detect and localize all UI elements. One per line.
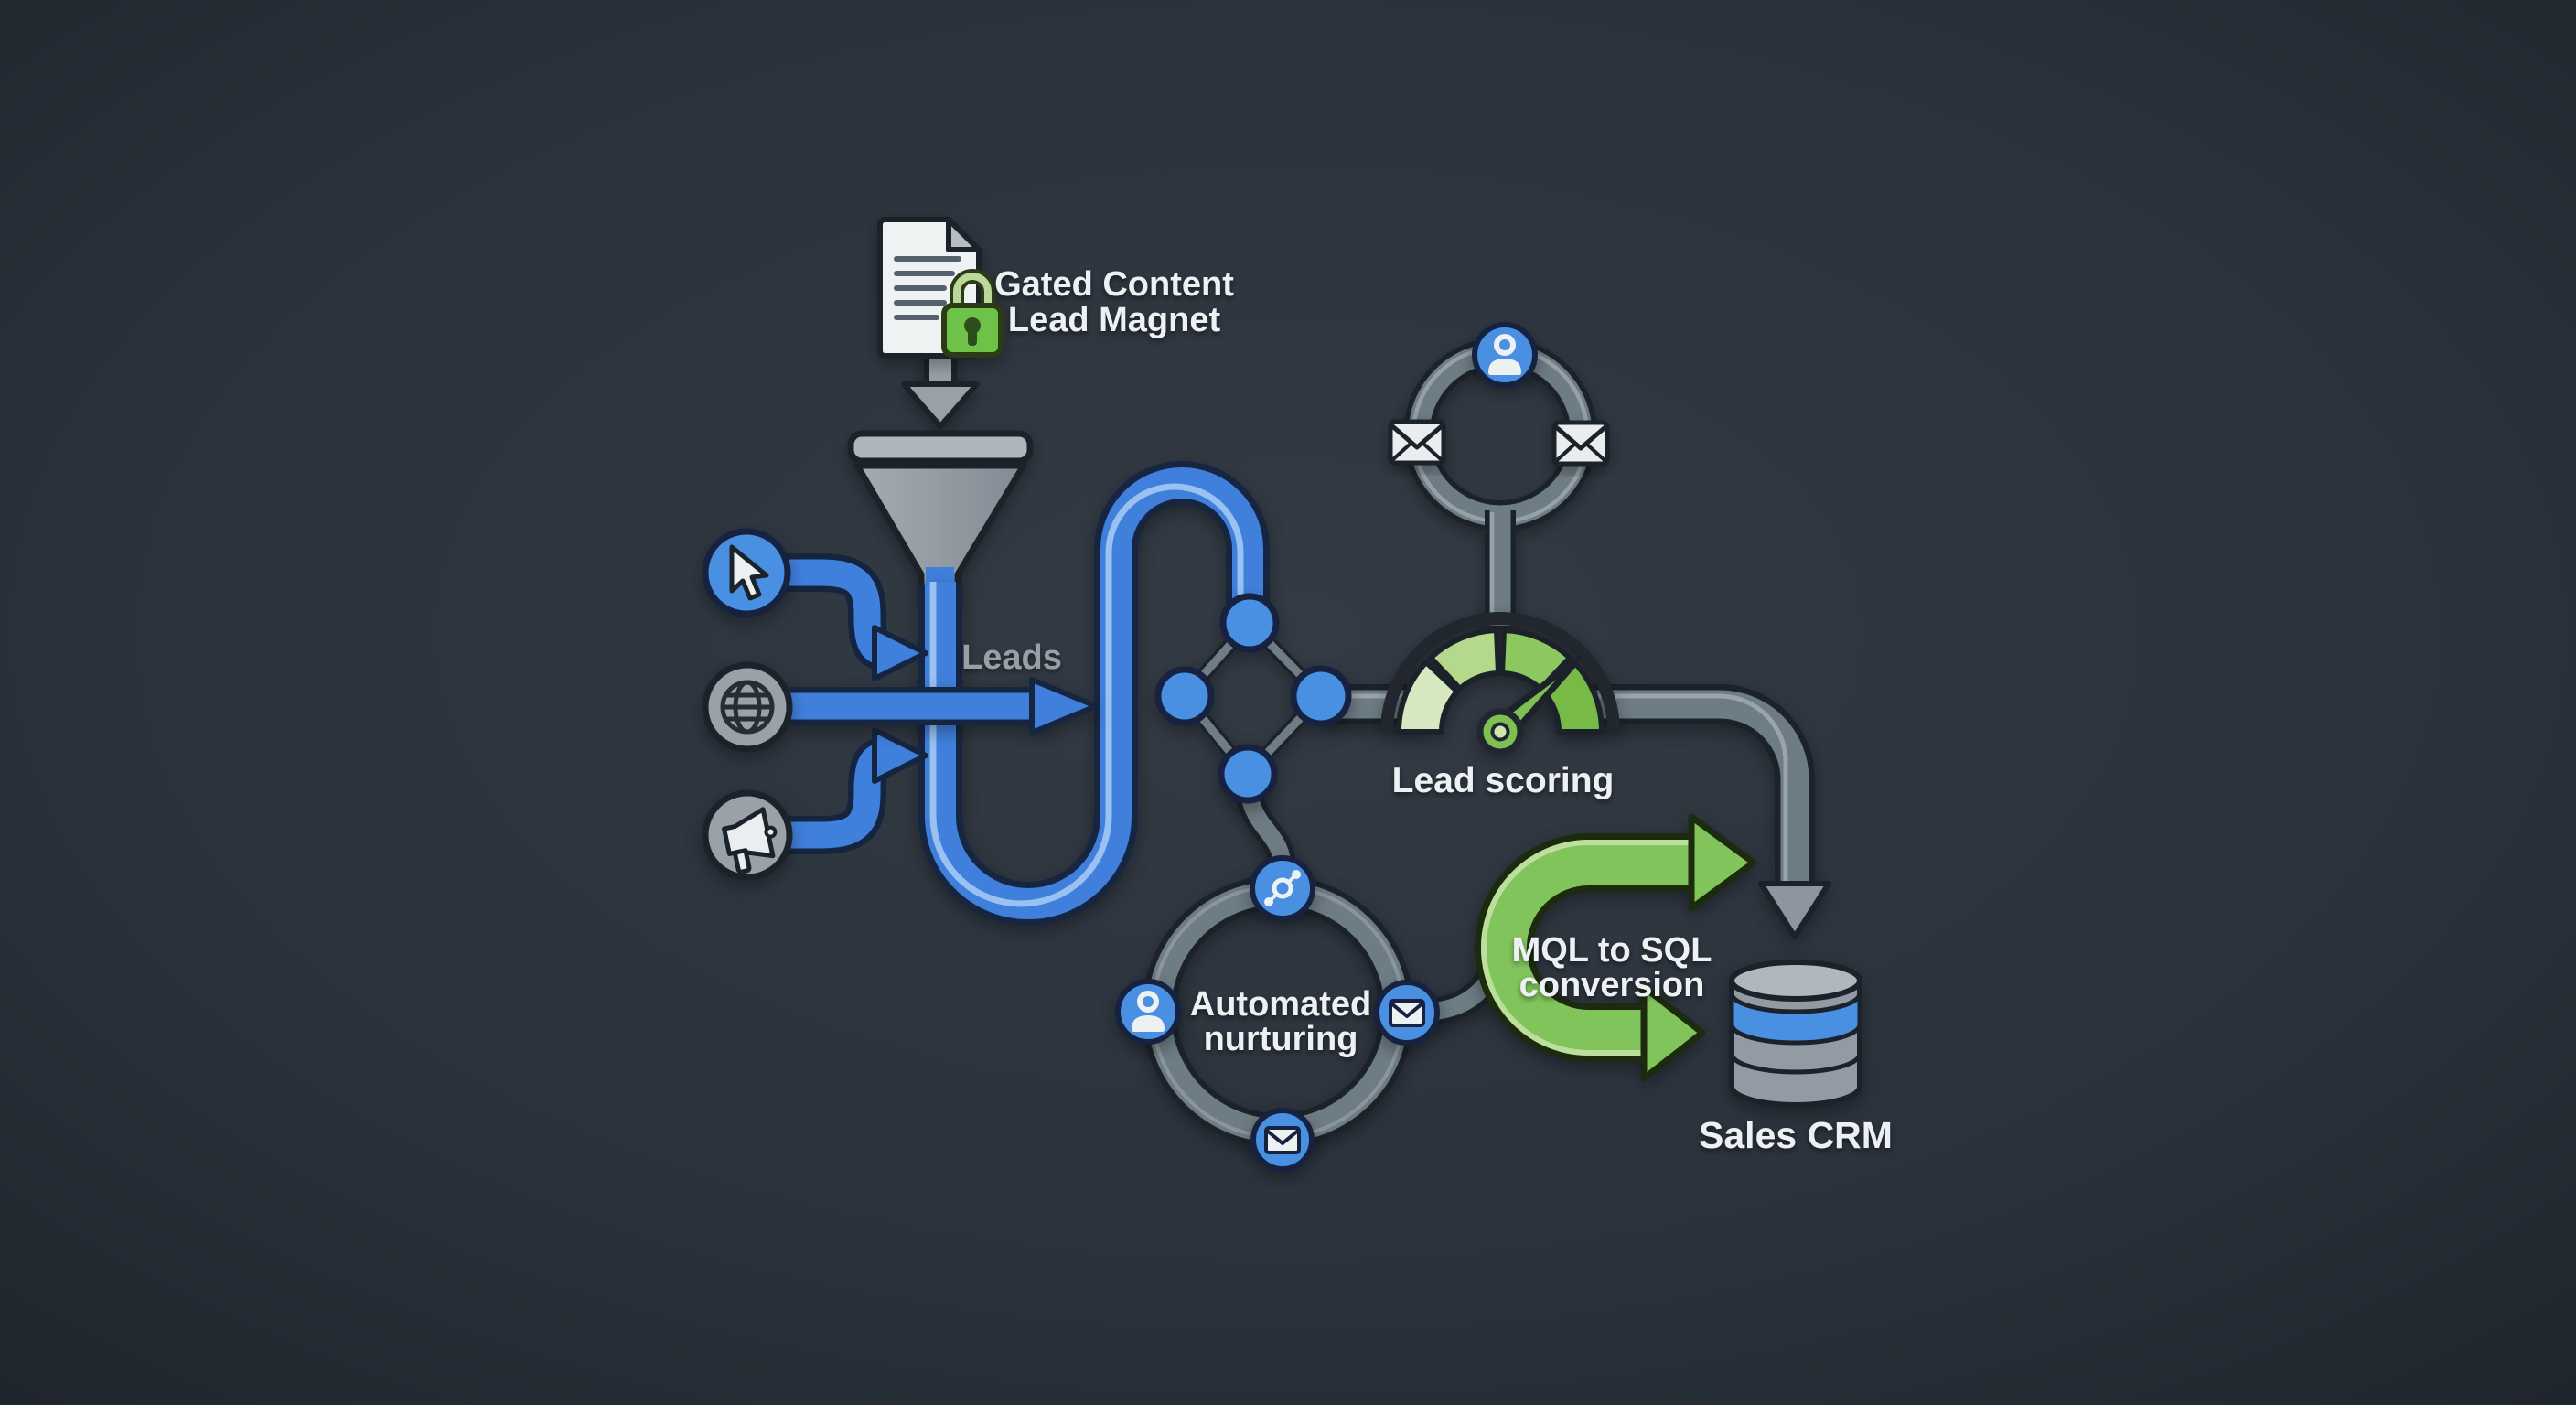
envelope-icon <box>1389 999 1425 1027</box>
source-globe-node <box>702 661 793 753</box>
megaphone-source-arrow <box>787 727 928 854</box>
green-band-highlight <box>1481 840 1700 1056</box>
gauge-housing <box>1380 612 1620 733</box>
globe-icon <box>720 680 775 735</box>
user-icon <box>1137 991 1159 1013</box>
user-icon-body <box>1488 359 1521 375</box>
source-cursor-node <box>702 528 791 617</box>
source-megaphone-node <box>702 789 793 881</box>
leads-pipe <box>918 461 1270 926</box>
pipe-fill <box>925 467 1263 919</box>
pipe-down-arrowhead <box>1758 881 1831 939</box>
gated-content-label-line2: Lead Magnet <box>1008 301 1221 339</box>
loop-envelope-right <box>1551 420 1610 467</box>
nurturing-link-node <box>1250 855 1315 921</box>
envelope-flap <box>1553 424 1608 451</box>
diamond-node-right <box>1290 665 1352 727</box>
database-blue-band <box>1729 992 1862 1046</box>
gated-content-label-line1: Gated Content <box>994 265 1234 304</box>
link-icon <box>1264 870 1301 906</box>
mql-sql-conversion-arrow <box>1475 813 1757 1082</box>
green-band <box>1481 840 1700 1056</box>
padlock-shackle <box>953 273 992 313</box>
padlock-keyhole-stem <box>968 327 977 346</box>
diamond-node-left <box>1154 666 1215 726</box>
routing-diamond <box>1154 593 1352 804</box>
envelope-flap <box>1265 1129 1300 1145</box>
arrowhead <box>872 727 928 784</box>
user-icon <box>1494 334 1516 356</box>
globe-source-arrow <box>790 677 1099 735</box>
leads-label: Leads <box>961 638 1062 677</box>
pipe-highlight <box>1555 693 1788 882</box>
document-text-lines <box>894 256 961 320</box>
envelope-folds <box>1554 442 1607 463</box>
automated-nurturing-label-line1: Automated <box>1190 985 1371 1024</box>
gauge-segment <box>1499 627 1572 692</box>
loop-envelope-left <box>1388 419 1446 466</box>
sales-crm-database <box>1729 960 1862 1108</box>
nurturing-envelope-node-right <box>1374 980 1440 1046</box>
nurturing-user-node <box>1115 979 1181 1045</box>
sales-crm-label: Sales CRM <box>1699 1114 1893 1156</box>
down-arrow-icon <box>901 381 980 429</box>
envelope-icon <box>1264 1126 1301 1154</box>
megaphone-icon <box>722 807 778 874</box>
gated-content-document <box>877 217 1004 359</box>
nurturing-envelope-node-bottom <box>1250 1108 1315 1172</box>
arrowhead <box>872 625 928 681</box>
envelope-flap <box>1390 1002 1424 1018</box>
funnel-rim <box>847 430 1034 465</box>
pipe-highlight <box>929 483 1244 907</box>
envelope-icon <box>1551 420 1610 467</box>
envelope-folds <box>1390 441 1444 462</box>
automated-nurturing-label-line2: nurturing <box>1204 1020 1358 1058</box>
database-top <box>1729 960 1862 1002</box>
loop-user-node <box>1472 322 1538 388</box>
mql-sql-label-line2: conversion <box>1519 966 1705 1004</box>
user-icon-body <box>1132 1015 1165 1032</box>
document-fold <box>946 217 982 252</box>
envelope-flap <box>1390 424 1444 450</box>
gauge-segment <box>1428 627 1501 692</box>
envelope-icon <box>1388 419 1446 466</box>
diamond-node-top <box>1219 593 1280 653</box>
gauge-hub-center <box>1490 722 1510 742</box>
arrowhead-bottom <box>1640 983 1706 1082</box>
diamond-node-bottom <box>1218 744 1278 804</box>
gauge-segment <box>1395 660 1460 735</box>
mql-sql-label-line1: MQL to SQL <box>1512 931 1712 970</box>
lead-scoring-gauge <box>1380 612 1620 756</box>
arrowhead <box>1029 677 1099 735</box>
cursor-source-arrow <box>787 553 928 681</box>
cursor-icon <box>729 544 769 601</box>
lead-scoring-label: Lead scoring <box>1392 761 1615 800</box>
database-separator <box>1729 1053 1862 1075</box>
arrowhead-top <box>1688 813 1757 912</box>
